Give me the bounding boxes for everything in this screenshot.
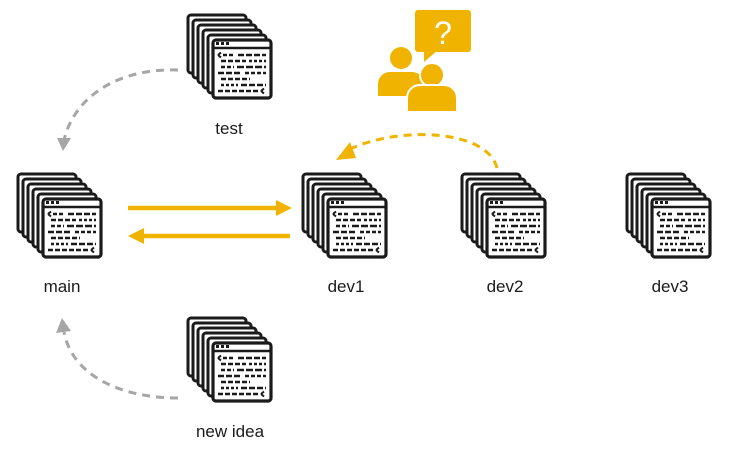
new-idea-to-main-connector <box>56 318 179 400</box>
dev2-to-dev1-connector <box>336 133 499 169</box>
arrowhead-right-icon <box>276 200 292 216</box>
node-dev2: dev2 <box>460 172 547 296</box>
node-dev1: dev1 <box>301 172 388 296</box>
node-test: test <box>186 13 273 138</box>
node-test-label: test <box>215 119 243 138</box>
arrowhead-left-icon <box>128 228 144 244</box>
node-dev1-label: dev1 <box>328 277 365 296</box>
node-main: main <box>16 172 103 296</box>
test-to-main-connector <box>57 68 179 151</box>
main-to-dev1-arrow <box>128 200 292 216</box>
node-new-idea: new idea <box>186 316 273 441</box>
node-dev3-label: dev3 <box>652 277 689 296</box>
question-mark-icon: ? <box>434 15 452 51</box>
test-arrowhead-icon <box>57 138 71 151</box>
dev1-to-main-arrow <box>128 228 290 244</box>
dev2-arrowhead-icon <box>336 142 356 160</box>
people-discussion-icon: ? <box>378 10 471 113</box>
code-stack-icon <box>625 172 712 259</box>
code-stack-icon <box>301 172 388 259</box>
new-idea-arrowhead-icon <box>56 318 71 333</box>
code-stack-icon <box>460 172 547 259</box>
code-stack-icon <box>186 316 273 403</box>
node-main-label: main <box>44 277 81 296</box>
code-stack-icon <box>186 13 273 100</box>
code-stack-icon <box>16 172 103 259</box>
node-new-idea-label: new idea <box>196 422 265 441</box>
node-dev2-label: dev2 <box>487 277 524 296</box>
node-dev3: dev3 <box>625 172 712 296</box>
